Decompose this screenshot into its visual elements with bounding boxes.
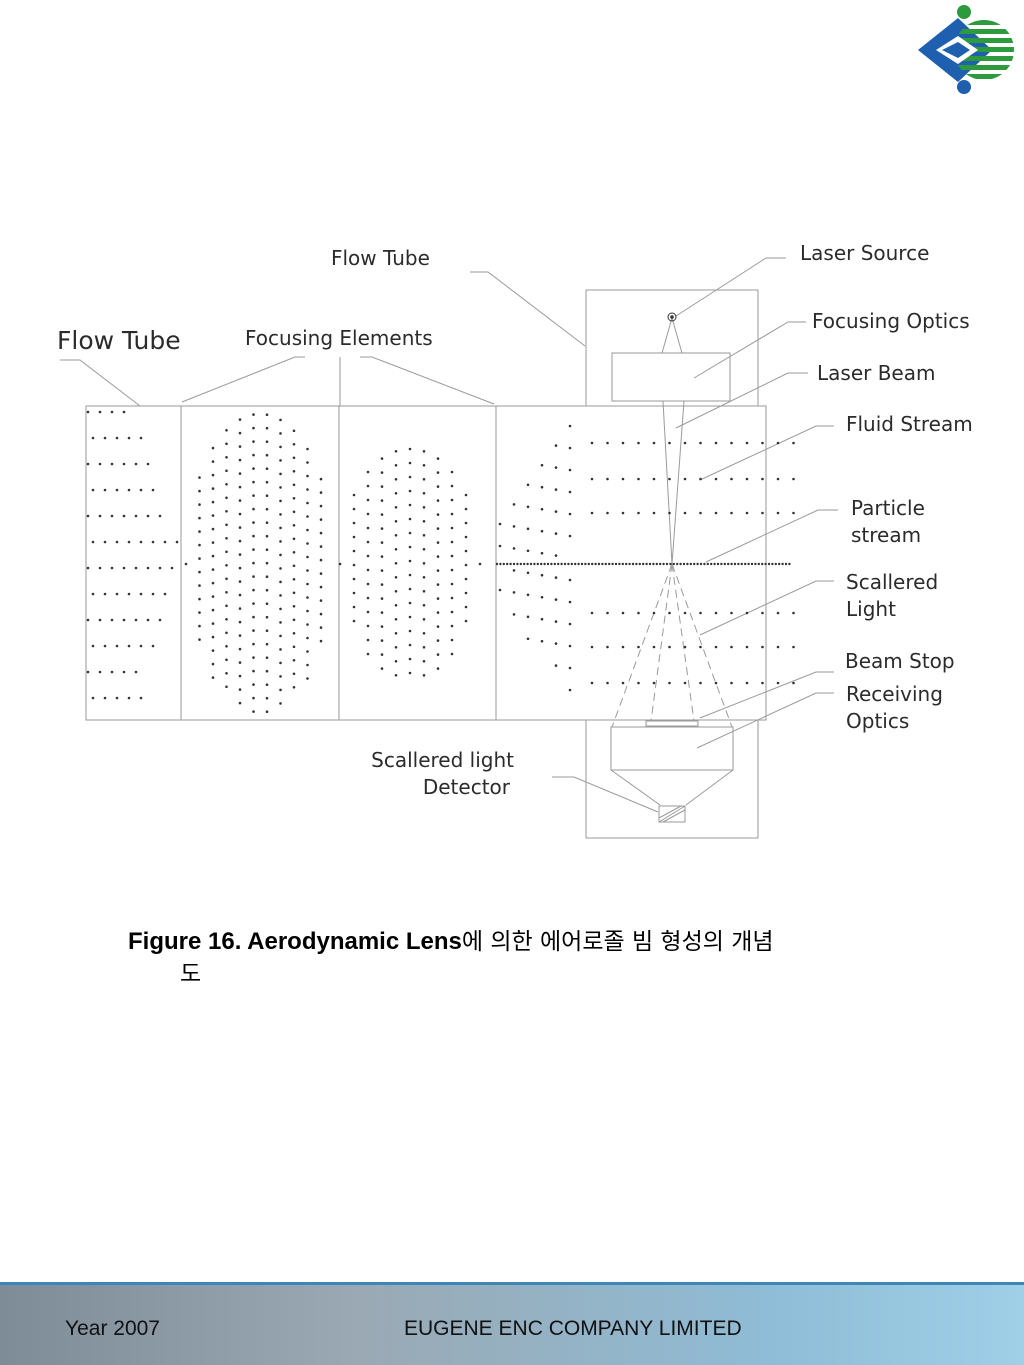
- caption-bold: Figure 16. Aerodynamic Lens: [128, 928, 462, 955]
- label-receiving-optics-line1: Receiving: [846, 682, 943, 706]
- receiving-optics-lens: [610, 726, 734, 771]
- laser-beam-right: [671, 400, 685, 565]
- laser-beam-left: [662, 400, 673, 565]
- label-detector-line2: Detector: [422, 775, 510, 799]
- particle-dots: [86, 410, 795, 713]
- logo-green-circle: [954, 20, 1014, 79]
- laser-housing: [585, 289, 759, 407]
- caption-korean-line1: 에 의한 에어로졸 빔 형성의 개념: [461, 929, 774, 955]
- laser-source-point: [667, 312, 677, 322]
- label-scattered-light-line2: Light: [846, 597, 896, 621]
- leader-lines: [60, 257, 838, 813]
- footer-company: EUGENE ENC COMPANY LIMITED: [404, 1317, 742, 1340]
- label-fluid-stream: Fluid Stream: [846, 412, 973, 436]
- label-beam-stop: Beam Stop: [845, 649, 955, 673]
- footer-year: Year 2007: [65, 1317, 160, 1340]
- logo-dot-bottom: [957, 80, 971, 94]
- label-particle-stream-line1: Particle: [851, 496, 925, 520]
- figure-caption: Figure 16. Aerodynamic Lens에 의한 에어로졸 빔 형…: [128, 926, 888, 990]
- label-laser-source: Laser Source: [800, 241, 930, 265]
- logo-dot-top: [957, 5, 971, 19]
- aerodynamic-lens-diagram: [60, 257, 838, 839]
- caption-korean-line2: 도: [180, 961, 202, 987]
- label-flow-tube-left: Flow Tube: [57, 326, 181, 355]
- label-flow-tube-top: Flow Tube: [331, 246, 430, 270]
- focusing-optics-box: [611, 352, 731, 402]
- label-laser-beam: Laser Beam: [817, 361, 936, 385]
- label-receiving-optics-line2: Optics: [846, 709, 910, 733]
- label-focusing-elements: Focusing Elements: [245, 326, 433, 350]
- label-scattered-light-line1: Scallered: [846, 570, 939, 594]
- label-detector-line1: Scallered light: [371, 748, 514, 772]
- footer-bar: Year 2007 EUGENE ENC COMPANY LIMITED: [0, 1282, 1024, 1365]
- label-focusing-optics: Focusing Optics: [812, 309, 970, 333]
- company-logo: [918, 5, 1014, 94]
- detector-element: [658, 805, 686, 823]
- beam-stop: [645, 720, 699, 727]
- label-particle-stream-line2: stream: [851, 523, 922, 547]
- detector-housing: [585, 719, 759, 839]
